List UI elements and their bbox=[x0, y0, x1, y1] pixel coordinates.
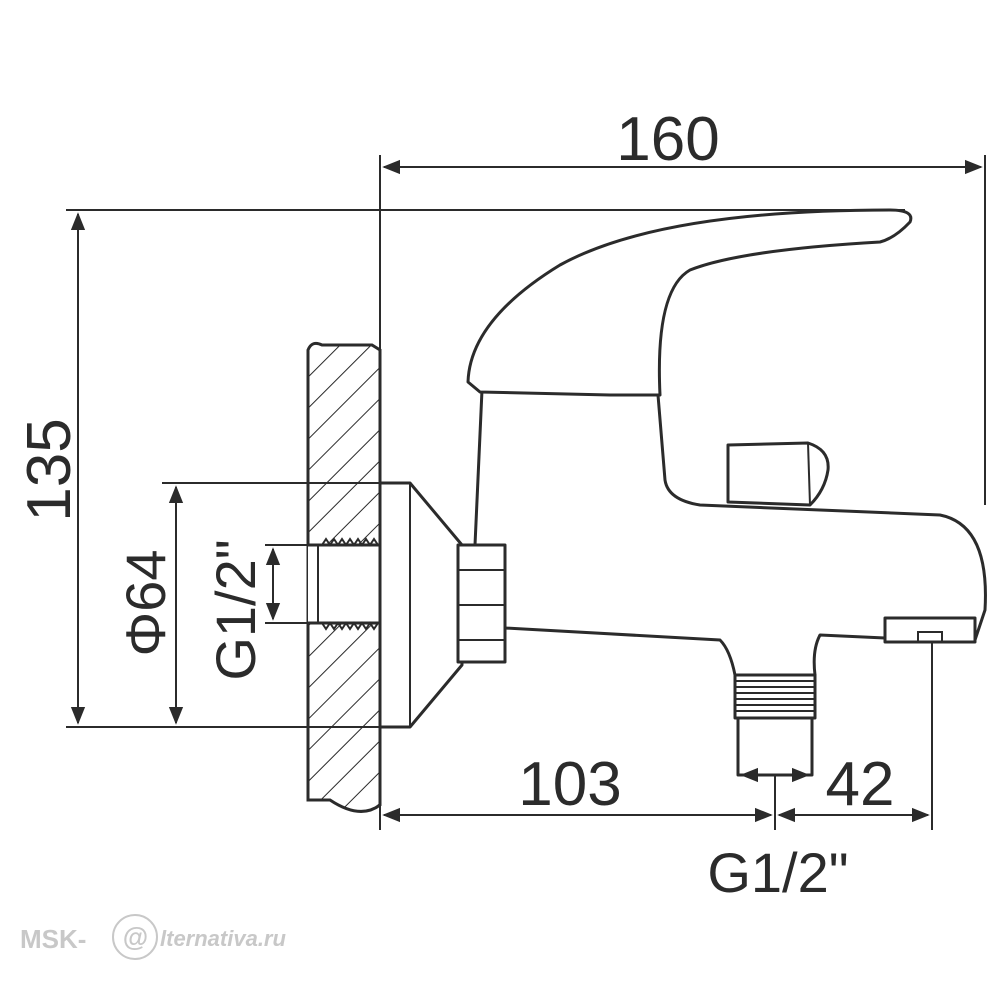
dim-bottom-thread: G1/2" bbox=[707, 841, 848, 904]
dim-flange-diameter: Φ64 bbox=[114, 550, 177, 657]
dimension-lines bbox=[66, 155, 986, 830]
watermark-left: MSK- bbox=[20, 924, 86, 954]
watermark-right: lternativa.ru bbox=[160, 926, 286, 951]
faucet-body bbox=[466, 208, 987, 777]
dim-spout-offset: 103 bbox=[518, 750, 621, 819]
flange bbox=[378, 481, 464, 729]
dim-overall-height: 135 bbox=[15, 418, 84, 521]
watermark: MSK- @ lternativa.ru bbox=[20, 914, 286, 960]
dim-wall-thread: G1/2" bbox=[204, 539, 267, 680]
wall bbox=[306, 341, 382, 813]
watermark-mark: @ bbox=[122, 922, 147, 952]
hex-nut bbox=[456, 543, 507, 664]
dim-overall-width: 160 bbox=[616, 105, 719, 174]
dim-outlet-offset: 42 bbox=[826, 750, 895, 819]
